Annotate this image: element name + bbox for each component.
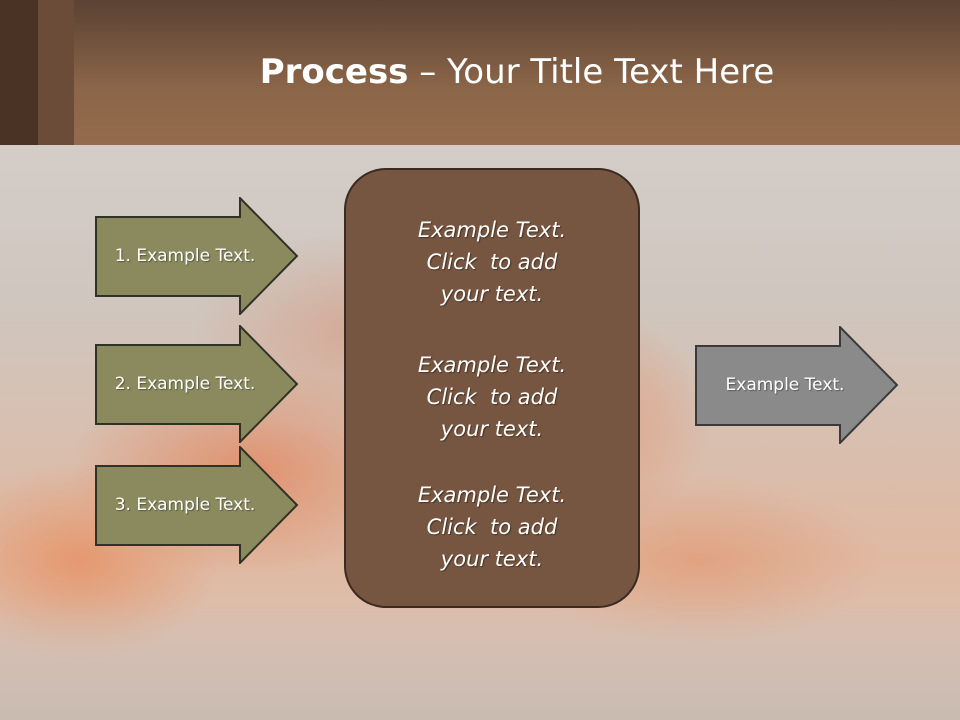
center-text-line: Click to add	[426, 250, 558, 274]
center-text-line: your text.	[440, 282, 544, 306]
center-text-line: Example Text.	[417, 218, 567, 242]
output-label: Example Text.	[725, 375, 845, 395]
step-label-1: 1. Example Text.	[114, 246, 256, 266]
header-band: Process – Your Title Text Here	[0, 0, 960, 145]
step-arrow-1[interactable]: 1. Example Text.	[95, 197, 299, 315]
center-text-line: Example Text.	[417, 353, 567, 377]
step-label-3: 3. Example Text.	[114, 495, 256, 515]
step-label-2: 2. Example Text.	[114, 374, 256, 394]
center-text-line: Example Text.	[417, 483, 567, 507]
right-arrow-shape-icon	[95, 446, 299, 564]
output-arrow[interactable]: Example Text.	[695, 326, 899, 444]
title-bold-text: Process	[259, 52, 409, 92]
center-text-line: your text.	[440, 547, 544, 571]
center-text-line: your text.	[440, 417, 544, 441]
grass-foreground	[0, 600, 960, 720]
step-arrow-2[interactable]: 2. Example Text.	[95, 325, 299, 443]
right-arrow-shape-icon	[695, 326, 899, 444]
center-text-block-2[interactable]: Example Text. Click to add your text.	[346, 349, 638, 445]
right-arrow-shape-icon	[95, 325, 299, 443]
header-corner-dark	[0, 0, 38, 145]
step-arrow-3[interactable]: 3. Example Text.	[95, 446, 299, 564]
center-text-block-3[interactable]: Example Text. Click to add your text.	[346, 479, 638, 575]
center-process-box[interactable]: Example Text. Click to add your text. Ex…	[344, 168, 640, 608]
center-text-line: Click to add	[426, 515, 558, 539]
title-rest-text: – Your Title Text Here	[408, 52, 775, 92]
header-corner-mid	[38, 0, 74, 145]
center-text-block-1[interactable]: Example Text. Click to add your text.	[346, 214, 638, 310]
right-arrow-shape-icon	[95, 197, 299, 315]
slide-title[interactable]: Process – Your Title Text Here	[74, 52, 960, 92]
center-text-line: Click to add	[426, 385, 558, 409]
